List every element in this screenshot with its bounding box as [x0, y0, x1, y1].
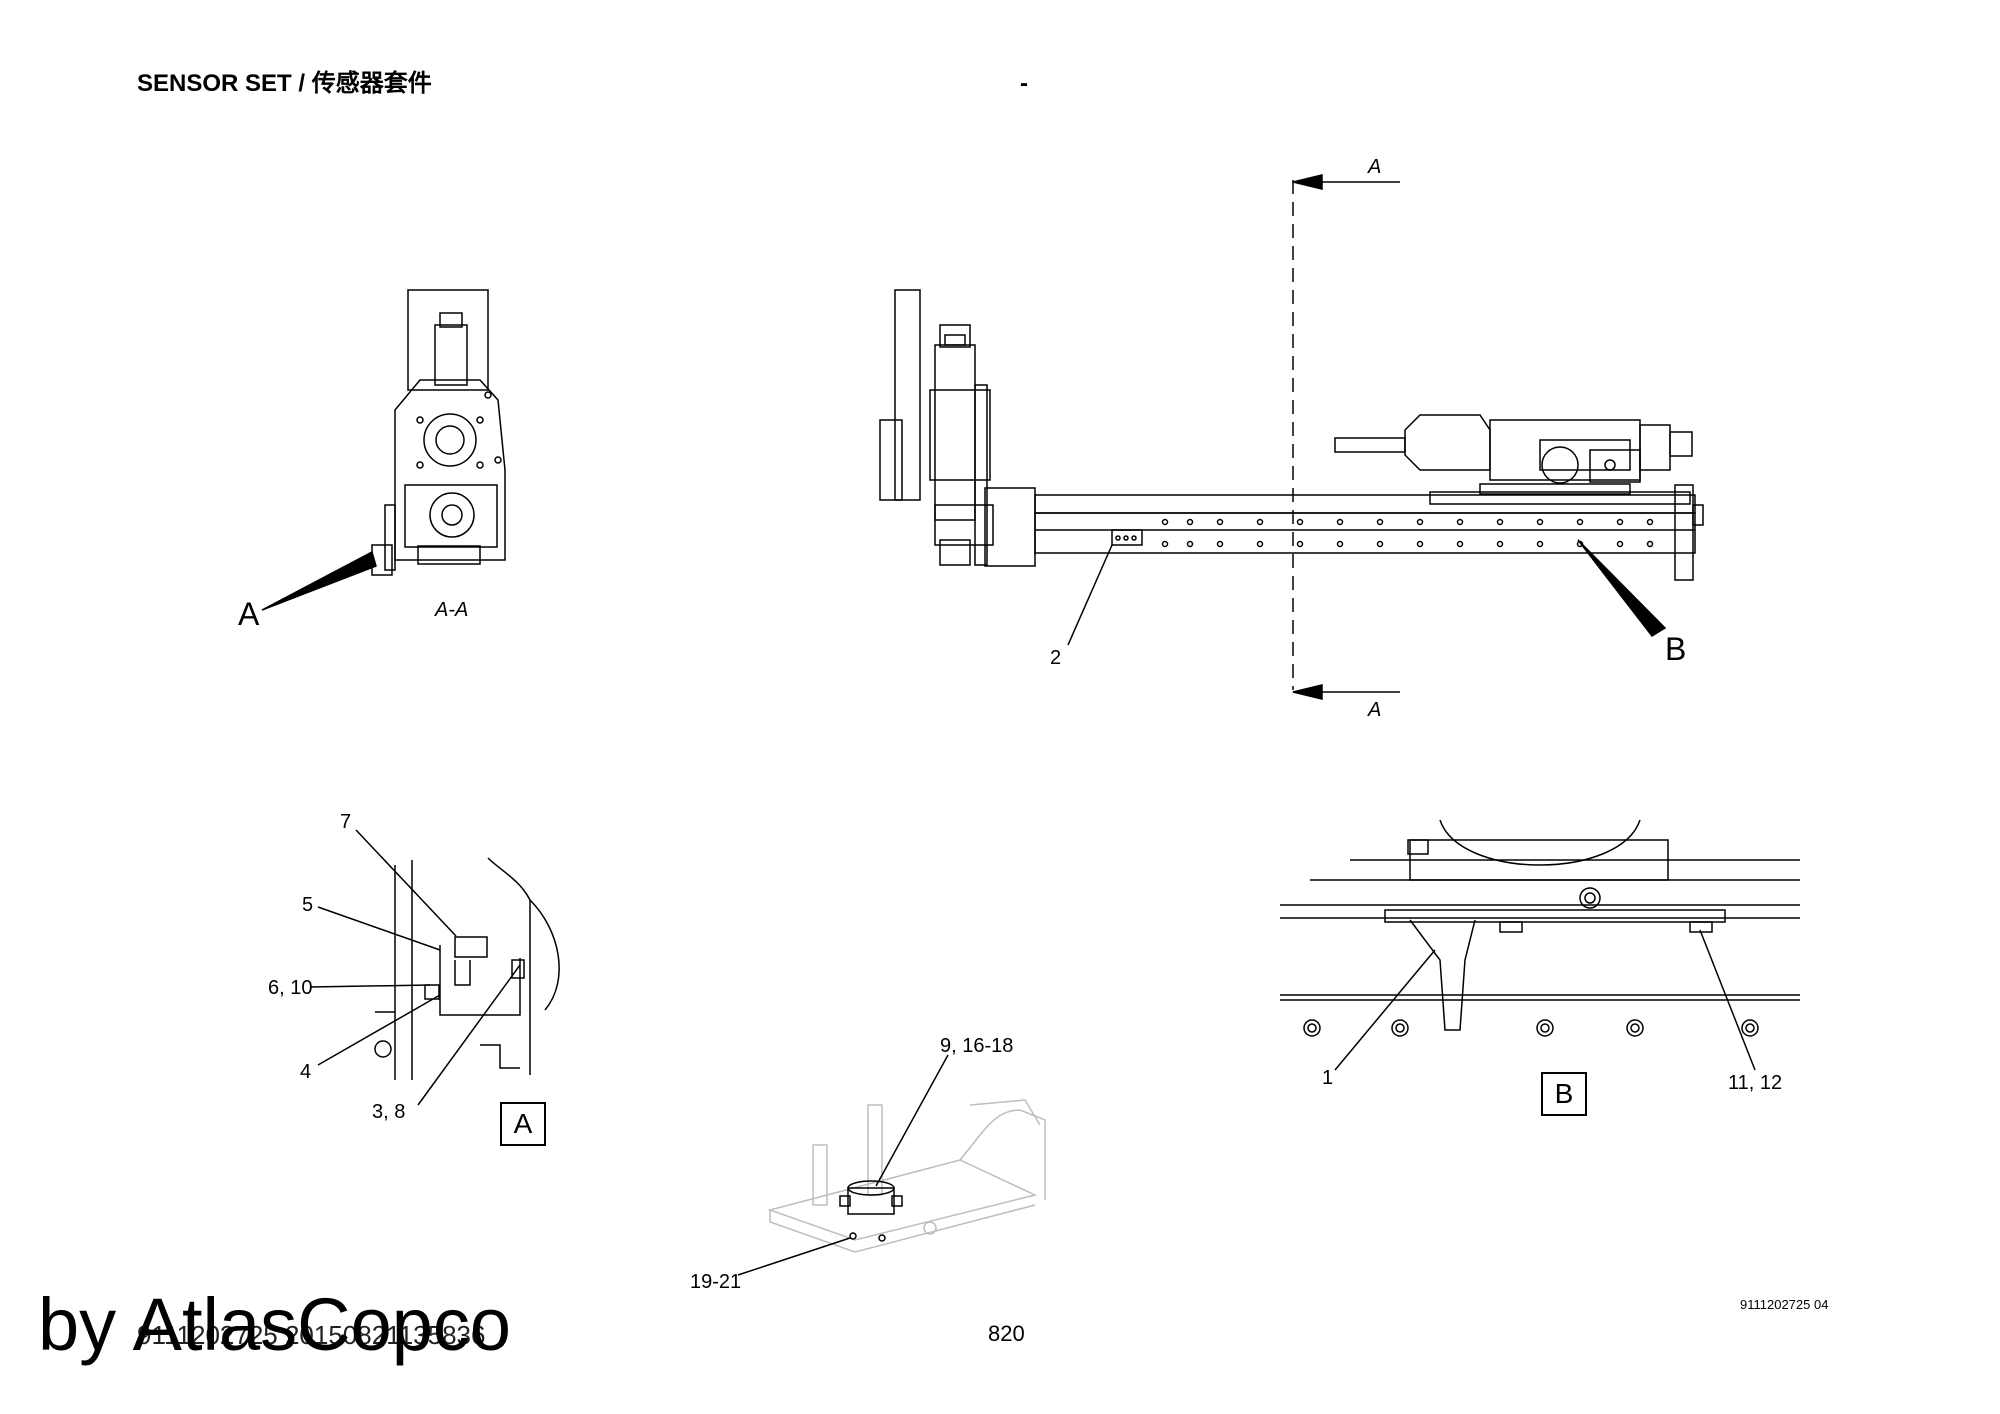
callout-19-21: 19-21 — [690, 1271, 742, 1293]
callout-7: 7 — [340, 811, 352, 833]
detail-pointer-a-label: A — [238, 596, 260, 632]
page-number: 820 — [988, 1321, 1025, 1346]
beam-holes — [1161, 518, 1654, 548]
main-side-view — [879, 289, 1704, 581]
detail-b-view — [1280, 819, 1800, 1037]
callout-9-16-18: 9, 16-18 — [940, 1035, 1014, 1057]
drawing-title: SENSOR SET / 传感器套件 — [137, 70, 432, 97]
callout-3-8: 3, 8 — [372, 1101, 406, 1123]
callout-2: 2 — [1050, 647, 1062, 669]
callout-1: 1 — [1322, 1067, 1334, 1089]
section-arrow-bottom — [1292, 684, 1323, 700]
detail-a-view — [374, 857, 560, 1080]
detail-box-b: B — [1541, 1072, 1587, 1116]
section-view-aa — [371, 289, 506, 576]
detail-box-a: A — [500, 1102, 546, 1146]
detail-pointer-a-wedge — [261, 550, 377, 611]
sensor-puck — [839, 1180, 903, 1242]
section-label-bottom: A — [1368, 699, 1382, 721]
detail-pointer-b-wedge — [1577, 539, 1667, 637]
callout-5: 5 — [302, 894, 314, 916]
detail-pointer-b-label: B — [1665, 631, 1687, 667]
section-label-top: A — [1368, 156, 1382, 178]
leader-2 — [1067, 544, 1113, 646]
header-dash: - — [1020, 70, 1028, 97]
callout-6-10: 6, 10 — [268, 977, 313, 999]
document-id: 9111202725 20150821135836 — [137, 1320, 486, 1350]
callout-4: 4 — [300, 1061, 312, 1083]
section-view-label: A-A — [435, 599, 469, 621]
drawing-number: 9111202725 04 — [1740, 1297, 1829, 1312]
watermark: by AtlasCopco — [38, 1283, 512, 1366]
callout-11-12: 11, 12 — [1728, 1072, 1783, 1094]
bracket-view — [767, 1099, 1046, 1253]
section-arrow-top — [1292, 174, 1323, 190]
